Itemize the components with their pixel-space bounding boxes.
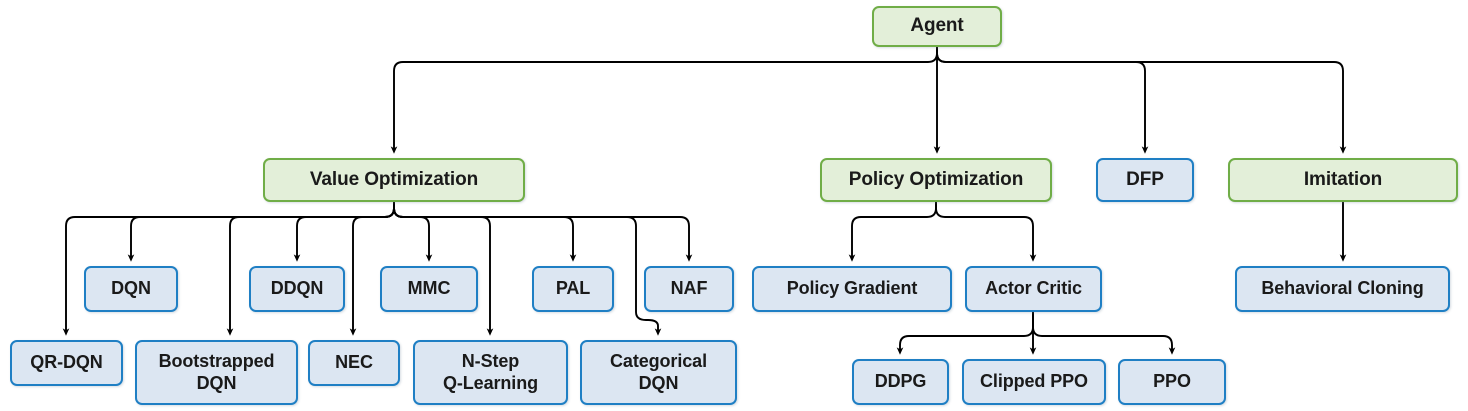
node-n_step_q_learning[interactable]: N-Step Q-Learning: [413, 340, 568, 405]
node-label-naf: NAF: [670, 278, 708, 299]
node-label-qr_dqn: QR-DQN: [30, 352, 103, 373]
edge-policy_optimization-to-actor_critic: [935, 202, 1037, 262]
node-naf[interactable]: NAF: [644, 266, 734, 312]
node-label-mmc: MMC: [407, 278, 451, 299]
edge-agent-to-imitation: [936, 47, 1347, 154]
node-label-value_optimization: Value Optimization: [309, 168, 479, 190]
node-label-dqn: DQN: [111, 278, 151, 299]
node-pal[interactable]: PAL: [532, 266, 614, 312]
node-label-bootstrapped_dqn: Bootstrapped DQN: [158, 351, 275, 393]
node-label-dfp: DFP: [1126, 168, 1164, 190]
node-ppo[interactable]: PPO: [1118, 359, 1226, 405]
node-dqn[interactable]: DQN: [84, 266, 178, 312]
edge-value_optimization-to-pal: [393, 202, 577, 262]
node-label-pal: PAL: [555, 278, 591, 299]
node-label-behavioral_cloning: Behavioral Cloning: [1261, 278, 1424, 299]
node-nec[interactable]: NEC: [308, 340, 400, 386]
edge-policy_optimization-to-policy_gradient: [848, 202, 937, 262]
node-label-ddpg: DDPG: [874, 371, 927, 392]
edge-actor_critic-to-ddpg: [896, 312, 1034, 355]
node-label-ddqn: DDQN: [270, 278, 324, 299]
node-bootstrapped_dqn[interactable]: Bootstrapped DQN: [135, 340, 298, 405]
edge-agent-to-value_optimization: [390, 47, 938, 154]
node-label-policy_optimization: Policy Optimization: [848, 168, 1024, 190]
node-categorical_dqn[interactable]: Categorical DQN: [580, 340, 737, 405]
edge-actor_critic-to-ppo: [1032, 312, 1176, 355]
edge-value_optimization-to-mmc: [393, 202, 433, 262]
node-behavioral_cloning[interactable]: Behavioral Cloning: [1235, 266, 1450, 312]
node-label-categorical_dqn: Categorical DQN: [610, 351, 707, 393]
node-clipped_ppo[interactable]: Clipped PPO: [962, 359, 1106, 405]
node-policy_optimization[interactable]: Policy Optimization: [820, 158, 1052, 202]
node-label-n_step_q_learning: N-Step Q-Learning: [442, 351, 538, 393]
edge-value_optimization-to-dqn: [127, 202, 395, 262]
node-dfp[interactable]: DFP: [1096, 158, 1194, 202]
node-policy_gradient[interactable]: Policy Gradient: [752, 266, 952, 312]
node-label-ppo: PPO: [1153, 371, 1191, 392]
node-value_optimization[interactable]: Value Optimization: [263, 158, 525, 202]
node-imitation[interactable]: Imitation: [1228, 158, 1458, 202]
node-actor_critic[interactable]: Actor Critic: [965, 266, 1102, 312]
node-qr_dqn[interactable]: QR-DQN: [10, 340, 123, 386]
node-ddpg[interactable]: DDPG: [852, 359, 949, 405]
node-label-policy_gradient: Policy Gradient: [786, 278, 918, 299]
edge-value_optimization-to-naf: [393, 202, 693, 262]
node-agent[interactable]: Agent: [872, 6, 1002, 47]
node-ddqn[interactable]: DDQN: [249, 266, 345, 312]
node-label-nec: NEC: [335, 352, 373, 373]
node-label-clipped_ppo: Clipped PPO: [980, 371, 1088, 392]
node-label-agent: Agent: [910, 15, 964, 37]
node-mmc[interactable]: MMC: [380, 266, 478, 312]
node-label-imitation: Imitation: [1303, 168, 1383, 190]
edge-agent-to-dfp: [936, 47, 1149, 154]
node-label-actor_critic: Actor Critic: [985, 278, 1082, 299]
edge-value_optimization-to-ddqn: [293, 202, 395, 262]
